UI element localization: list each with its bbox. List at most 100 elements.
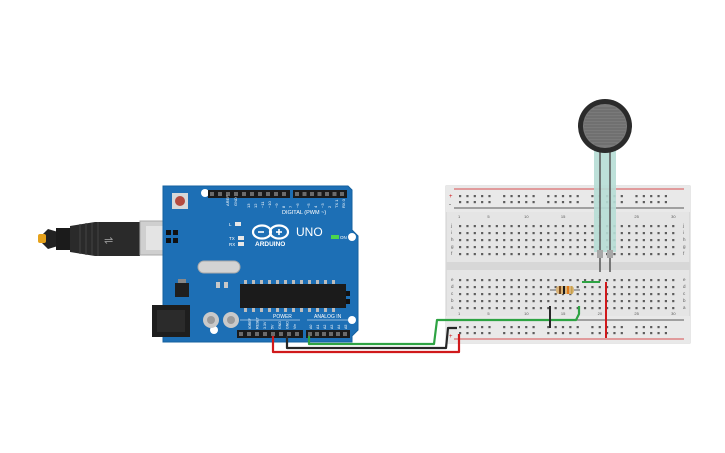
- breadboard-hole[interactable]: [620, 253, 623, 256]
- breadboard-hole[interactable]: [466, 300, 469, 303]
- breadboard-hole[interactable]: [525, 279, 528, 282]
- header-pin[interactable]: [239, 332, 243, 336]
- breadboard-hole[interactable]: [598, 332, 601, 335]
- breadboard-hole[interactable]: [576, 195, 579, 198]
- breadboard-hole[interactable]: [672, 232, 675, 235]
- breadboard-hole[interactable]: [517, 307, 520, 310]
- breadboard-hole[interactable]: [539, 279, 543, 282]
- breadboard-hole[interactable]: [495, 293, 498, 296]
- header-pin[interactable]: [274, 192, 278, 196]
- wire-red-5v[interactable]: [271, 334, 461, 354]
- breadboard-hole[interactable]: [510, 239, 513, 242]
- breadboard-hole[interactable]: [554, 253, 557, 256]
- breadboard-hole[interactable]: [591, 332, 594, 335]
- breadboard-hole[interactable]: [517, 286, 520, 289]
- breadboard-hole[interactable]: [517, 253, 520, 256]
- breadboard-hole[interactable]: [547, 246, 550, 249]
- breadboard-hole[interactable]: [569, 300, 572, 303]
- breadboard-hole[interactable]: [466, 307, 469, 310]
- breadboard-hole[interactable]: [488, 286, 491, 289]
- breadboard-hole[interactable]: [598, 286, 601, 289]
- breadboard-hole[interactable]: [664, 253, 667, 256]
- breadboard-hole[interactable]: [628, 239, 631, 242]
- breadboard-hole[interactable]: [591, 293, 594, 296]
- breadboard-hole[interactable]: [466, 332, 469, 335]
- breadboard-hole[interactable]: [591, 326, 594, 329]
- breadboard-hole[interactable]: [657, 195, 660, 198]
- breadboard-hole[interactable]: [613, 279, 616, 282]
- header-pin[interactable]: [287, 332, 291, 336]
- header-pin[interactable]: [317, 192, 322, 196]
- breadboard-hole[interactable]: [481, 286, 484, 289]
- breadboard-hole[interactable]: [481, 279, 484, 282]
- digital-header-left[interactable]: [208, 190, 290, 198]
- breadboard-hole[interactable]: [628, 300, 631, 303]
- breadboard-hole[interactable]: [481, 195, 484, 198]
- breadboard-hole[interactable]: [547, 279, 550, 282]
- breadboard-hole[interactable]: [561, 307, 565, 310]
- power-header[interactable]: [237, 330, 303, 338]
- header-pin[interactable]: [263, 332, 267, 336]
- breadboard-hole[interactable]: [642, 307, 645, 310]
- breadboard-hole[interactable]: [561, 293, 565, 296]
- breadboard-hole[interactable]: [539, 253, 543, 256]
- breadboard-hole[interactable]: [554, 293, 557, 296]
- breadboard-hole[interactable]: [672, 293, 675, 296]
- breadboard-hole[interactable]: [635, 286, 638, 289]
- breadboard-hole[interactable]: [554, 195, 557, 198]
- breadboard-hole[interactable]: [672, 253, 675, 256]
- breadboard-hole[interactable]: [554, 300, 557, 303]
- header-pin[interactable]: [258, 192, 262, 196]
- breadboard-hole[interactable]: [664, 332, 667, 335]
- breadboard-hole[interactable]: [591, 201, 594, 204]
- breadboard-hole[interactable]: [642, 279, 645, 282]
- breadboard-hole[interactable]: [473, 195, 476, 198]
- breadboard-hole[interactable]: [606, 286, 609, 289]
- breadboard-hole[interactable]: [576, 232, 579, 235]
- breadboard-hole[interactable]: [488, 300, 491, 303]
- breadboard-hole[interactable]: [576, 286, 579, 289]
- breadboard-hole[interactable]: [547, 225, 550, 228]
- breadboard-hole[interactable]: [473, 286, 476, 289]
- breadboard-hole[interactable]: [539, 286, 543, 289]
- breadboard-hole[interactable]: [664, 300, 667, 303]
- breadboard-hole[interactable]: [466, 326, 469, 329]
- breadboard-hole[interactable]: [672, 307, 675, 310]
- breadboard-hole[interactable]: [657, 307, 660, 310]
- breadboard-hole[interactable]: [650, 279, 653, 282]
- breadboard-hole[interactable]: [473, 300, 476, 303]
- breadboard-hole[interactable]: [583, 279, 587, 282]
- breadboard-hole[interactable]: [532, 279, 535, 282]
- breadboard-hole[interactable]: [606, 332, 609, 335]
- breadboard-hole[interactable]: [569, 326, 572, 329]
- breadboard-hole[interactable]: [583, 232, 587, 235]
- breadboard-hole[interactable]: [473, 239, 476, 242]
- usb-cable[interactable]: ⇌: [38, 220, 177, 256]
- breadboard-hole[interactable]: [510, 253, 513, 256]
- breadboard-hole[interactable]: [554, 286, 557, 289]
- breadboard-hole[interactable]: [613, 300, 616, 303]
- breadboard-hole[interactable]: [459, 293, 462, 296]
- breadboard-hole[interactable]: [473, 332, 476, 335]
- breadboard-hole[interactable]: [569, 307, 572, 310]
- breadboard-hole[interactable]: [628, 279, 631, 282]
- breadboard-hole[interactable]: [650, 232, 653, 235]
- breadboard-hole[interactable]: [503, 246, 506, 249]
- breadboard-hole[interactable]: [642, 332, 645, 335]
- breadboard-hole[interactable]: [650, 253, 653, 256]
- breadboard-hole[interactable]: [466, 225, 469, 228]
- breadboard-hole[interactable]: [510, 246, 513, 249]
- breadboard-hole[interactable]: [510, 307, 513, 310]
- breadboard-hole[interactable]: [481, 332, 484, 335]
- breadboard-hole[interactable]: [642, 286, 645, 289]
- header-pin[interactable]: [250, 192, 254, 196]
- breadboard-hole[interactable]: [488, 195, 491, 198]
- breadboard-hole[interactable]: [503, 293, 506, 296]
- breadboard-hole[interactable]: [657, 279, 660, 282]
- breadboard-hole[interactable]: [525, 293, 528, 296]
- breadboard-hole[interactable]: [628, 286, 631, 289]
- breadboard-hole[interactable]: [481, 307, 484, 310]
- breadboard-hole[interactable]: [554, 232, 557, 235]
- breadboard-hole[interactable]: [635, 239, 638, 242]
- breadboard-hole[interactable]: [664, 293, 667, 296]
